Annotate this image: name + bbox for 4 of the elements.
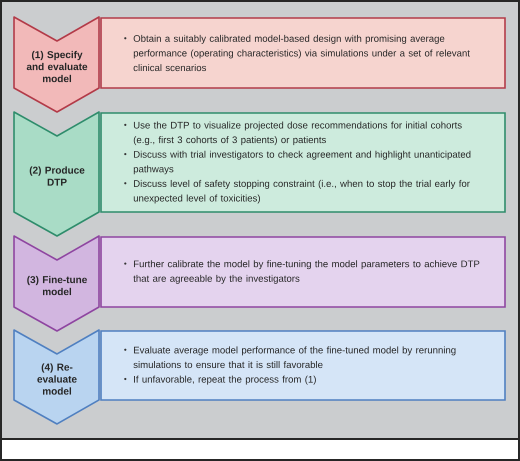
- description-box: Further calibrate the model by fine-tuning the model parameters to achieve DTP that are agreeable by the investigators: [100, 236, 506, 308]
- description-box: Use the DTP to visualize projected dose recommendations for initial cohorts (e.g., first 3 cohorts of 3 patients) or patients Discuss with trial investigators to check agreement and highlight unanticipated pathways Discuss level of safety stopping constraint (i.e., when to stop the trial early for unexpected level of toxicities): [100, 112, 506, 213]
- description-box: Evaluate average model performance of the fine-tuned model by rerunning simulations to ensure that it is still favorable If unfavorable, repeat the process from (1): [100, 330, 506, 401]
- description-box: Obtain a suitably calibrated model-based design with promising average performance (operating characteristics) via simulations under a set of relevant clinical scenarios: [100, 17, 506, 89]
